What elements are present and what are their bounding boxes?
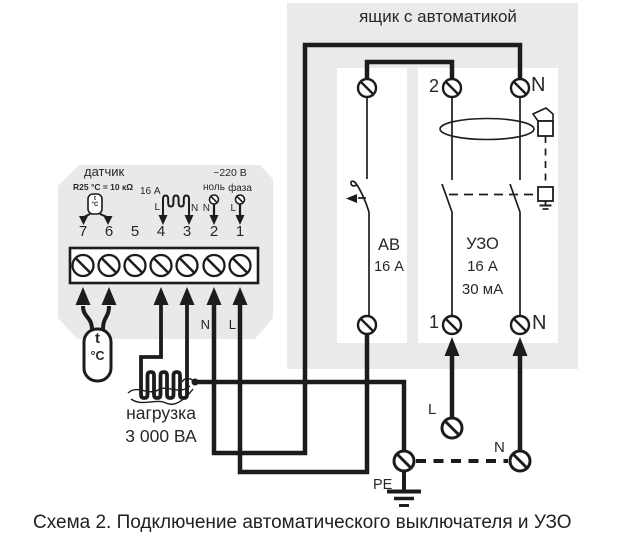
- face-arrowheads: [79, 215, 245, 225]
- face-screw-terminals: [208, 194, 246, 215]
- sensor-capsule: [82, 327, 113, 383]
- terminal-number-1: 1: [235, 223, 245, 240]
- rcd-panel: [418, 68, 558, 343]
- supply-line-label: L: [428, 401, 437, 418]
- circuit-breaker-symbol: [346, 97, 370, 316]
- terminal-number-4: 4: [156, 223, 166, 240]
- wire-l-label: L: [228, 317, 236, 332]
- breaker-label: АВ: [377, 236, 400, 254]
- rcd-symbol: [439, 97, 554, 316]
- face-heater-icon: [162, 194, 190, 215]
- face-heater-l: L: [154, 202, 160, 213]
- phase-name: фаза: [228, 183, 252, 194]
- terminal-number-7: 7: [78, 223, 88, 240]
- wire-n-label: N: [200, 317, 210, 332]
- rcd-terminal-1: 1: [428, 312, 439, 332]
- heater-coil: [139, 303, 189, 400]
- face-screw-l: L: [230, 203, 236, 214]
- shield-junction-dot: [191, 378, 199, 386]
- breaker-panel: [337, 68, 407, 343]
- terminal-number-6: 6: [104, 223, 114, 240]
- sensor-title: датчик: [84, 164, 125, 179]
- rcd-terminal-n-top: N: [531, 74, 546, 96]
- rcd-terminal-2: 2: [428, 76, 439, 96]
- voltage-label: ~220 В: [213, 167, 247, 179]
- pe-label: PE: [373, 477, 393, 493]
- neutral-bus-wire: [211, 42, 523, 456]
- terminal-number-5: 5: [130, 223, 140, 240]
- automation-box-title: ящик с автоматикой: [359, 7, 517, 26]
- shield-to-pe-wire: [195, 379, 407, 451]
- relay-rating: 16 А: [140, 186, 161, 197]
- phase-return-wire: [237, 303, 370, 475]
- thermostat-face: [83, 193, 246, 218]
- neutral-name: ноль: [203, 182, 225, 193]
- probe-t-label: t: [95, 330, 100, 347]
- rcd-rating: 16 А: [467, 258, 498, 275]
- terminal-number-3: 3: [182, 223, 192, 240]
- differential-transformer: [439, 117, 535, 141]
- face-heater-n: N: [191, 203, 199, 214]
- rcd-label: УЗО: [466, 235, 499, 253]
- supply-neutral-label: N: [494, 439, 505, 456]
- trip-arrow: [346, 194, 357, 203]
- terminal-block: [68, 246, 260, 285]
- floor-sensor: [81, 305, 113, 383]
- face-probe-t: t: [93, 195, 97, 202]
- figure-caption: Схема 2. Подключение автоматического вык…: [33, 512, 572, 533]
- face-screw-n: N: [202, 203, 210, 214]
- terminal-number-2: 2: [209, 223, 219, 240]
- breaker-to-rcd-wire: [364, 59, 455, 79]
- test-button: [537, 186, 554, 202]
- power-wires: [195, 42, 523, 490]
- wire-arrowheads: [75, 287, 528, 356]
- test-resistor: [537, 120, 554, 137]
- probe-c-label: °C: [90, 349, 105, 363]
- face-sensor-icon: [87, 193, 103, 215]
- earth-symbol: [387, 489, 421, 507]
- breaker-rating: 16 А: [374, 259, 404, 275]
- rcd-terminal-n-bottom: N: [532, 312, 547, 334]
- load-power: 3 000 ВА: [125, 426, 197, 446]
- device-terminals: [356, 77, 532, 473]
- sensor-spec: R25 °C = 10 кΩ: [73, 182, 134, 192]
- face-probe-c: °C: [91, 202, 99, 208]
- load-name: нагрузка: [126, 403, 196, 423]
- rcd-leak-rating: 30 мА: [461, 281, 504, 298]
